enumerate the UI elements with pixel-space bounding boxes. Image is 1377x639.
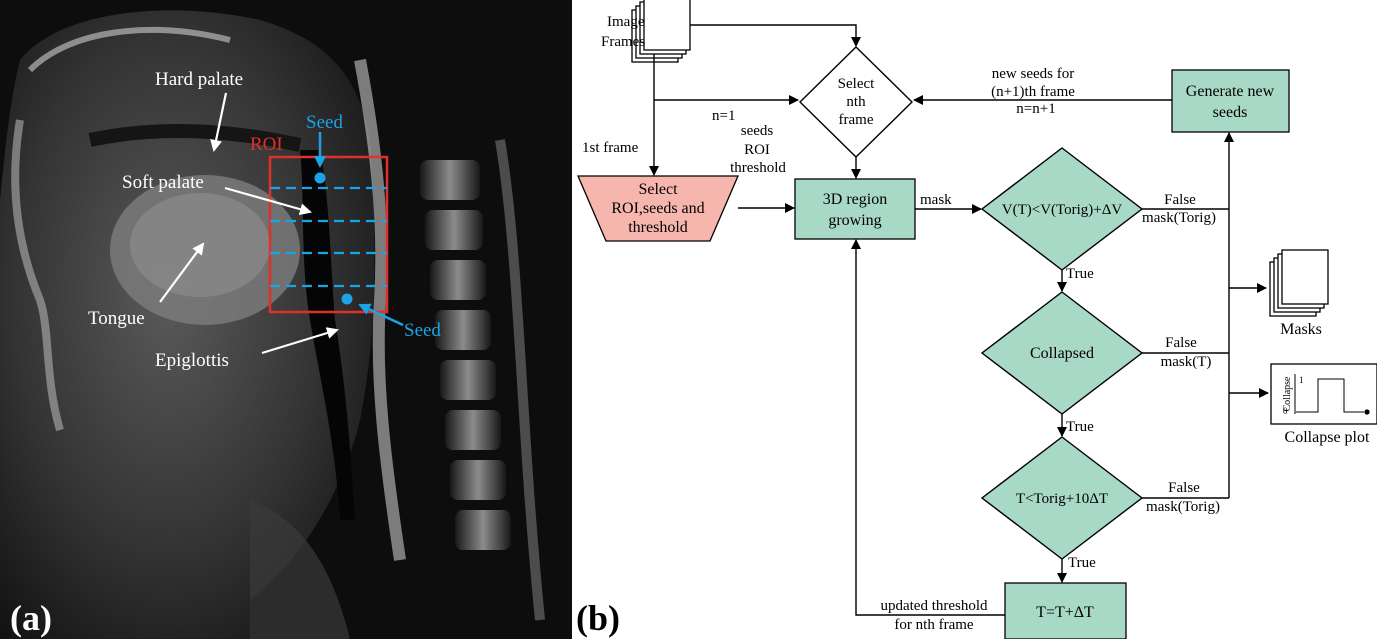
generate-seeds-line2: seeds (1213, 104, 1248, 121)
seed-bottom-dot (342, 294, 353, 305)
select-frame-line3: frame (839, 112, 874, 128)
edge-false-1-mask: mask(Torig) (1142, 210, 1216, 226)
edge-new-seeds-3: n=n+1 (1016, 101, 1055, 117)
generate-seeds-line1: Generate new (1186, 83, 1275, 100)
label-epiglottis: Epiglottis (155, 350, 229, 371)
edge-new-seeds-2: (n+1)th frame (991, 84, 1075, 100)
volume-check-label: V(T)<V(Torig)+ΔV (1002, 202, 1123, 218)
select-roi-line3: threshold (628, 219, 688, 236)
generate-seeds-box (1172, 70, 1289, 132)
edge-mask: mask (920, 192, 952, 208)
seed-top-dot (315, 173, 326, 184)
panel-b-tag: (b) (576, 598, 620, 638)
threshold-check-label: T<Torig+10ΔT (1016, 491, 1108, 507)
region-growing-line2: growing (828, 212, 881, 229)
label-seed-top: Seed (306, 112, 343, 133)
collapse-plot-icon: Collapse 1 0 (1271, 364, 1377, 424)
edge-true-3: True (1068, 555, 1096, 571)
edge-new-seeds-1: new seeds for (992, 66, 1074, 82)
select-roi-line2: ROI,seeds and (611, 200, 704, 217)
label-soft-palate: Soft palate (122, 172, 204, 193)
mri-panel: Hard palate Soft palate Tongue Epiglotti… (0, 0, 572, 639)
edge-false-3-mask: mask(Torig) (1146, 499, 1220, 515)
edge-roi: ROI (744, 142, 770, 158)
select-frame-line2: nth (846, 94, 866, 110)
masks-icon (1270, 250, 1328, 316)
edge-updated-threshold: updated threshold (880, 598, 988, 614)
select-frame-line1: Select (838, 76, 875, 92)
edge-false-1: False (1164, 192, 1196, 208)
edge-for-nth-frame: for nth frame (894, 617, 973, 633)
edge-true-1: True (1066, 266, 1094, 282)
label-roi: ROI (250, 134, 283, 155)
edge-false-3: False (1168, 480, 1200, 496)
image-frames-line1: Image (607, 14, 645, 30)
update-t-label: T=T+ΔT (1036, 604, 1094, 621)
edge-false-2: False (1165, 335, 1197, 351)
edge-true-2: True (1066, 419, 1094, 435)
edge-n1: n=1 (712, 108, 735, 124)
label-seed-bottom: Seed (404, 320, 441, 341)
image-frames-line2: Frames (601, 34, 645, 50)
edge-false-2-mask: mask(T) (1161, 354, 1212, 370)
collapsed-label: Collapsed (1030, 345, 1094, 362)
edge-threshold: threshold (730, 160, 786, 176)
select-roi-line1: Select (638, 181, 678, 198)
panel-a-tag: (a) (10, 598, 52, 638)
label-tongue: Tongue (88, 308, 145, 329)
edge-first-frame: 1st frame (582, 140, 639, 156)
collapse-plot-y-high: 1 (1299, 375, 1304, 385)
image-frames-icon (632, 0, 690, 62)
collapse-plot-label: Collapse plot (1285, 429, 1370, 446)
flowchart-panel: (b) Image Frames Select nth frame Genera… (576, 0, 1377, 639)
edge-seeds: seeds (741, 123, 774, 139)
region-growing-line1: 3D region (823, 191, 887, 208)
collapse-plot-y-low: 0 (1283, 406, 1288, 416)
label-hard-palate: Hard palate (155, 69, 243, 90)
region-growing-box (795, 179, 915, 239)
masks-label: Masks (1280, 321, 1322, 338)
